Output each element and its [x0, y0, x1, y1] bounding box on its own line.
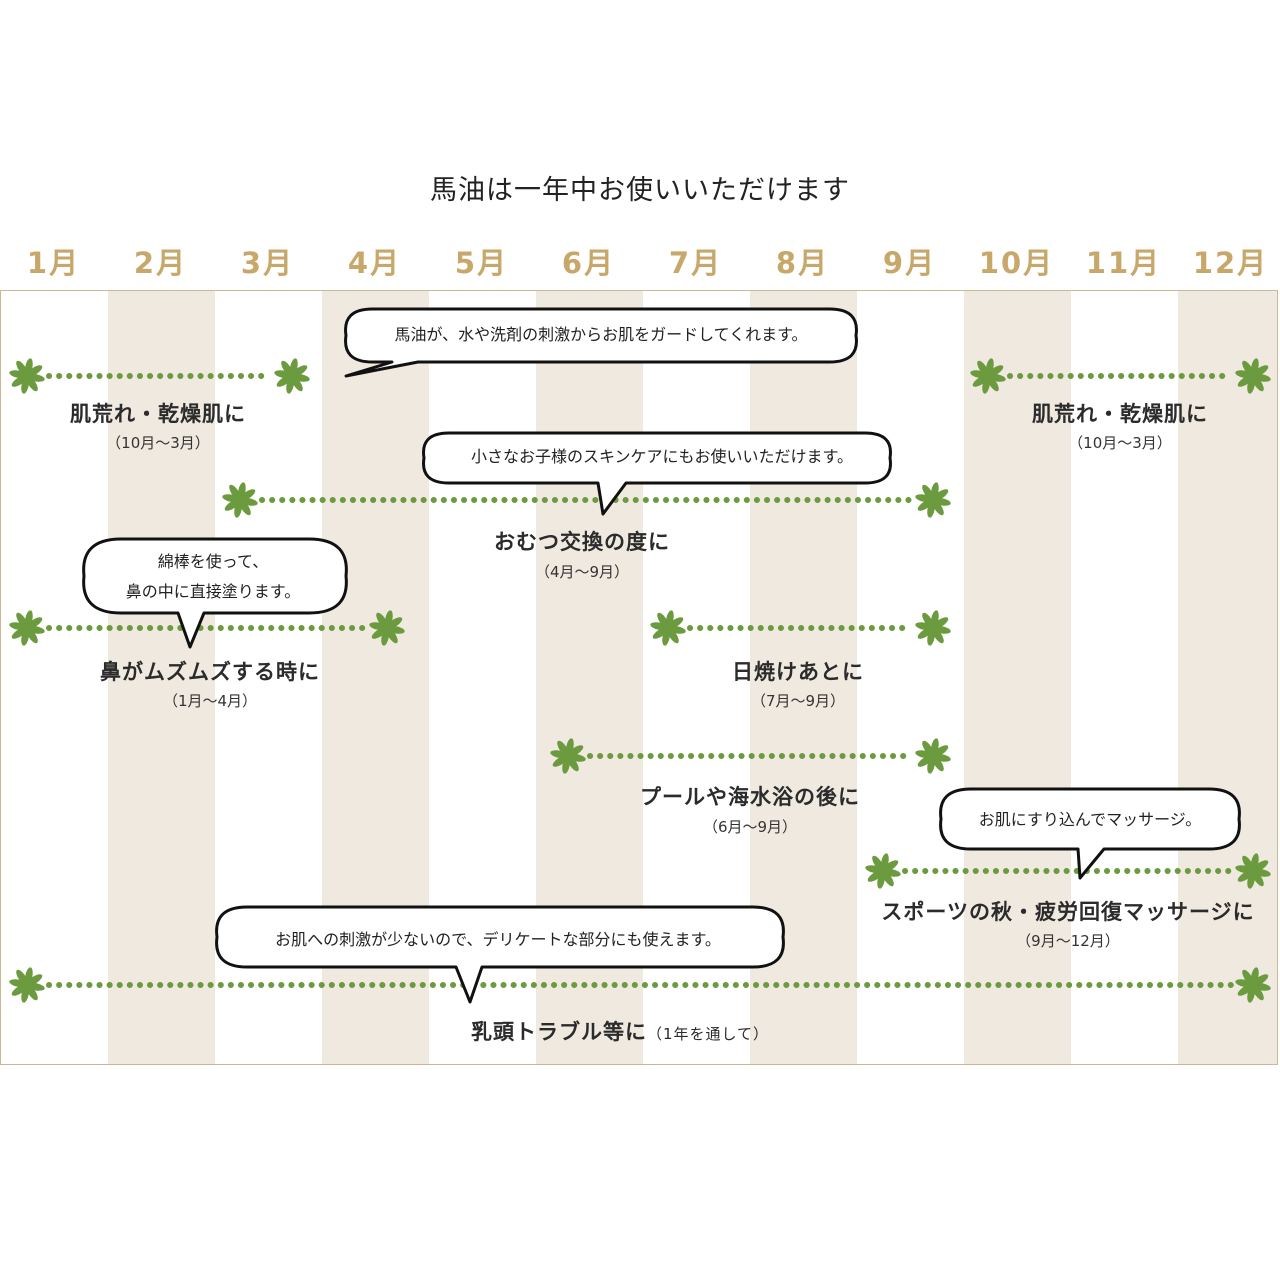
- use-label-nose: 鼻がムズムズする時に: [100, 660, 320, 684]
- month-label: 5月: [454, 246, 509, 280]
- use-label-pool: プールや海水浴の後に: [640, 785, 860, 809]
- bubble-text-swab-2: 鼻の中に直接塗ります。: [125, 582, 301, 601]
- starburst-icon: [865, 853, 901, 889]
- month-stripe: [964, 291, 1071, 1064]
- speech-bubble-child: [422, 431, 892, 516]
- month-label: 9月: [882, 246, 937, 280]
- use-label-dry-skin-right: 肌荒れ・乾燥肌に: [1032, 402, 1208, 426]
- speech-bubble-massage: [939, 787, 1241, 880]
- month-stripe: [1178, 291, 1277, 1064]
- starburst-icon: [970, 358, 1006, 394]
- starburst-icon: [369, 610, 405, 646]
- month-label: 6月: [561, 246, 616, 280]
- use-period-sports: （9月〜12月）: [1016, 932, 1120, 950]
- use-label-sunburn: 日焼けあとに: [732, 660, 864, 684]
- starburst-icon: [9, 967, 45, 1003]
- starburst-icon: [915, 738, 951, 774]
- starburst-icon: [915, 610, 951, 646]
- starburst-icon: [650, 610, 686, 646]
- month-label: 11月: [1085, 246, 1162, 280]
- starburst-icon: [274, 358, 310, 394]
- month-label: 8月: [775, 246, 830, 280]
- month-label: 1月: [26, 246, 81, 280]
- bubble-text-swab-1: 綿棒を使って、: [157, 552, 269, 571]
- use-period-sunburn: （7月〜9月）: [750, 692, 846, 710]
- month-stripe: [108, 291, 215, 1064]
- month-label: 4月: [347, 246, 402, 280]
- bubble-text-guard: 馬油が、水や洗剤の刺激からお肌をガードしてくれます。: [394, 325, 808, 344]
- speech-bubble-swab: [82, 537, 348, 649]
- use-period-diaper: （4月〜9月）: [534, 563, 630, 581]
- starburst-icon: [9, 610, 45, 646]
- use-label-nipple: 乳頭トラブル等に（1年を通して）: [471, 1016, 769, 1046]
- starburst-icon: [550, 738, 586, 774]
- use-label-nipple-text: 乳頭トラブル等に: [470, 1020, 647, 1044]
- starburst-icon: [222, 482, 258, 518]
- use-label-dry-skin-left: 肌荒れ・乾燥肌に: [70, 402, 246, 426]
- use-label-sports: スポーツの秋・疲労回復マッサージに: [881, 900, 1255, 924]
- starburst-icon: [9, 358, 45, 394]
- month-label: 2月: [133, 246, 188, 280]
- bubble-text-massage: お肌にすり込んでマッサージ。: [978, 810, 1202, 829]
- starburst-icon: [915, 482, 951, 518]
- use-period-nose: （1月〜4月）: [162, 692, 258, 710]
- use-label-diaper: おむつ交換の度に: [494, 530, 670, 554]
- speech-bubble-delicate: [215, 905, 785, 1004]
- use-period-nipple: （1年を通して）: [646, 1025, 770, 1043]
- month-label: 10月: [978, 246, 1055, 280]
- starburst-icon: [1235, 853, 1271, 889]
- starburst-icon: [1235, 967, 1271, 1003]
- month-label: 7月: [668, 246, 723, 280]
- use-period-pool: （6月〜9月）: [702, 818, 798, 836]
- use-period-dry-skin-left: （10月〜3月）: [106, 434, 210, 452]
- use-period-dry-skin-right: （10月〜3月）: [1068, 434, 1172, 452]
- bubble-text-delicate: お肌への刺激が少ないので、デリケートな部分にも使えます。: [275, 930, 721, 949]
- page-title: 馬油は一年中お使いいただけます: [430, 175, 850, 206]
- month-label: 3月: [240, 246, 295, 280]
- bubble-text-child: 小さなお子様のスキンケアにもお使いいただけます。: [471, 447, 853, 466]
- starburst-icon: [1235, 358, 1271, 394]
- month-label: 12月: [1192, 246, 1269, 280]
- speech-bubble-guard: [344, 307, 858, 378]
